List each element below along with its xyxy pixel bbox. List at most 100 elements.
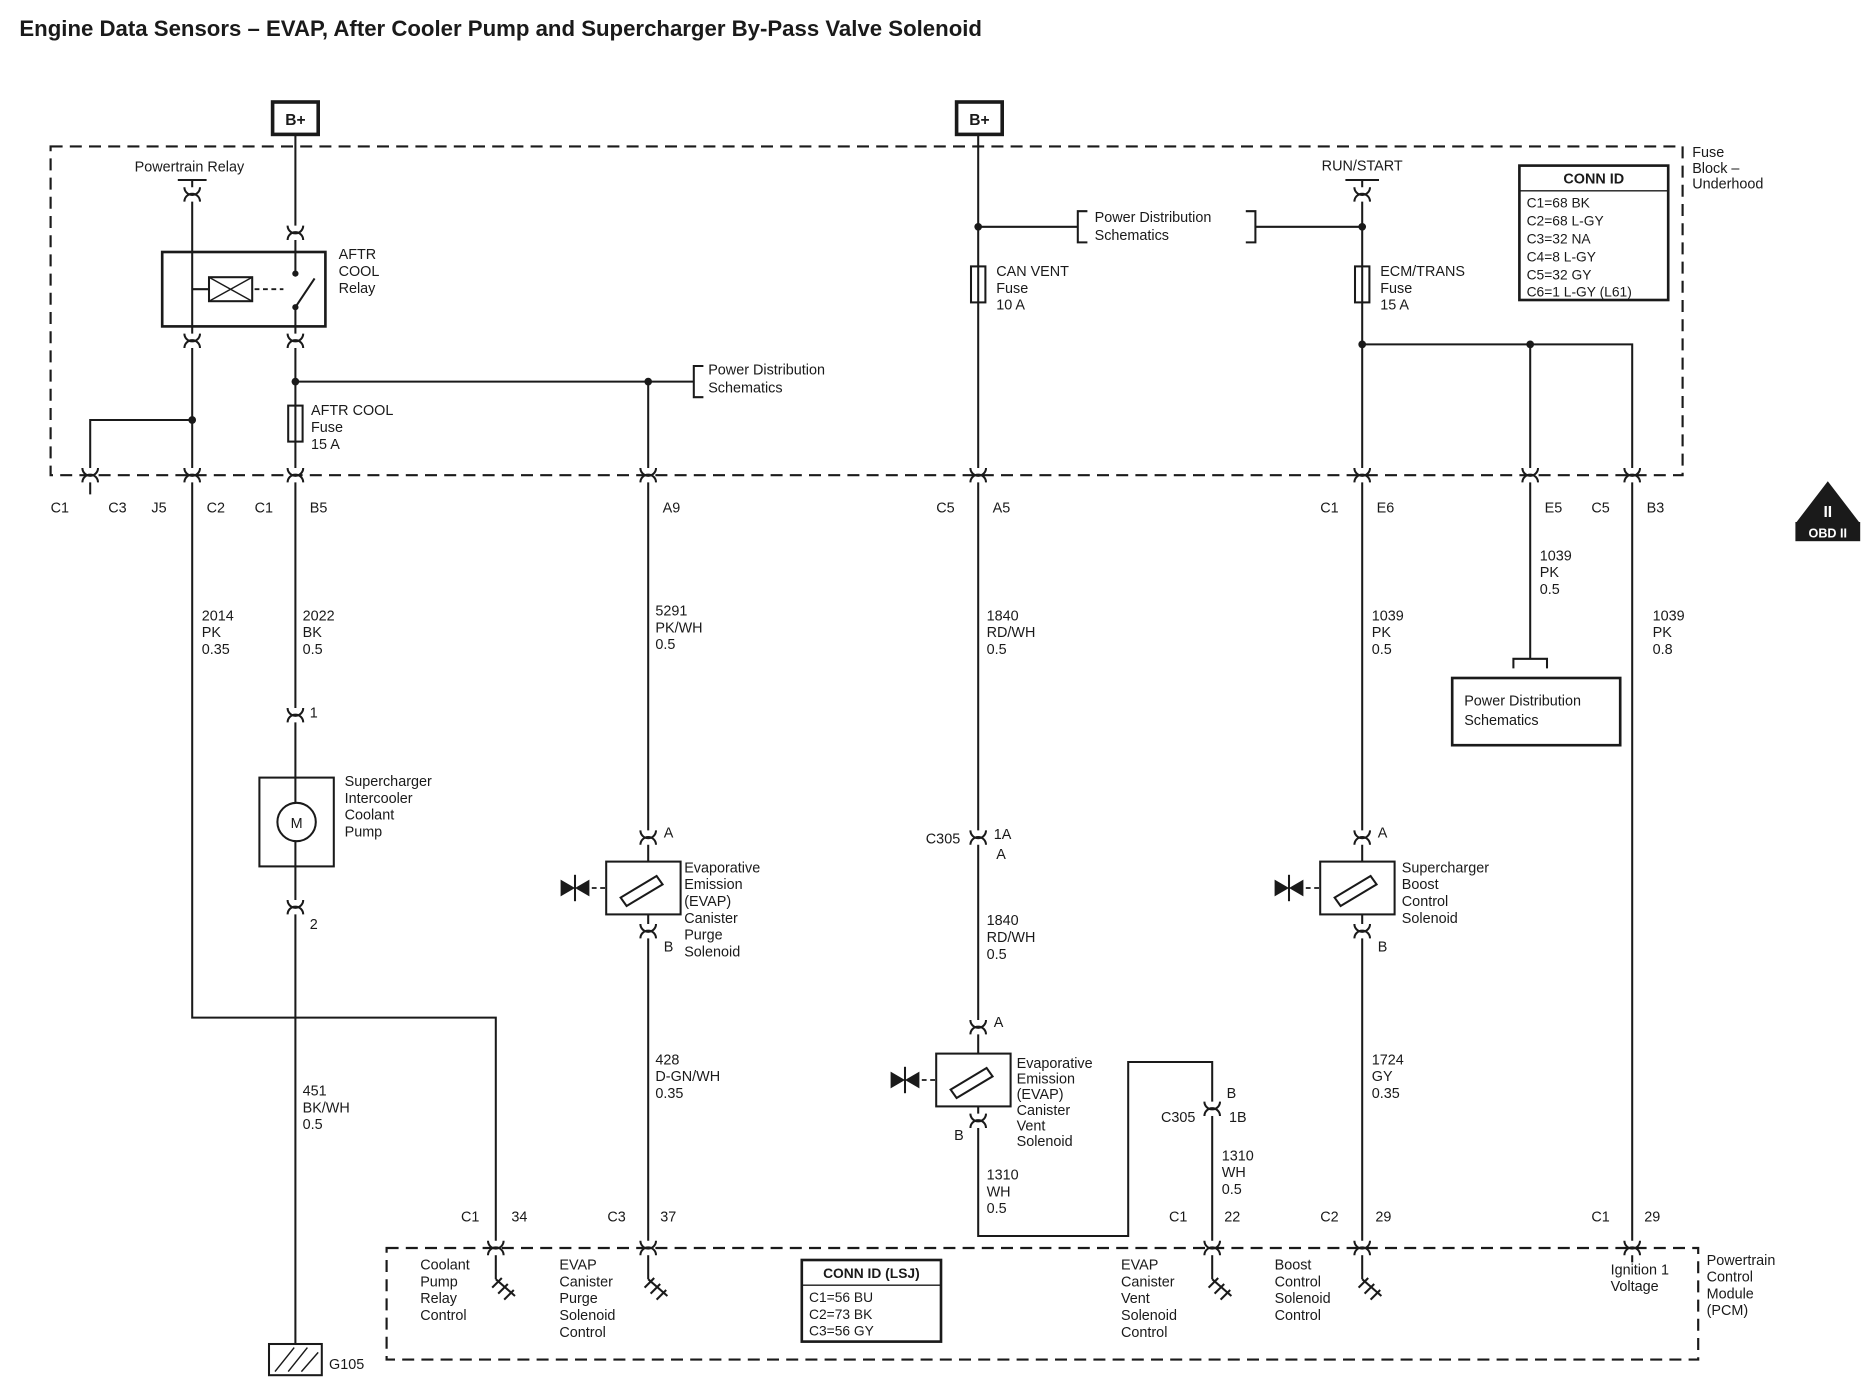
pcm-function-label: Voltage [1611, 1279, 1659, 1295]
table-border [800, 1258, 943, 1343]
ecm-trans-fuse: ECM/TRANS Fuse 15 A [1353, 264, 1465, 314]
solenoid-label: Solenoid [684, 944, 740, 960]
wire-label: 5291 [655, 604, 687, 620]
box-bracket [1512, 657, 1549, 669]
solenoid-box [935, 1052, 1012, 1108]
solenoid-label: Evaporative [684, 860, 760, 876]
table-title: CONN ID (LSJ) [823, 1266, 920, 1281]
solenoid-pin-label: A [664, 826, 674, 842]
pcm-border [385, 1246, 1700, 1361]
boost-control-solenoid: A B Supercharger Boost Control Solenoid [1273, 826, 1489, 956]
solenoid-label: Emission [1017, 1072, 1075, 1088]
pcm-pin-label: 22 [1224, 1210, 1240, 1226]
solenoid-coil [1333, 874, 1378, 908]
c305-pin-label: A [996, 847, 1006, 863]
wire-label: 1310 [1222, 1148, 1254, 1164]
bulkhead-pin-label: C1 [1320, 500, 1338, 516]
connector [639, 829, 658, 846]
powertrain-control-module: Powertrain Control Module (PCM) C1 34 C3… [385, 1210, 1776, 1361]
wire-ignition-1-voltage [1362, 343, 1634, 1263]
table-title: CONN ID [1563, 172, 1624, 188]
relay-box [160, 250, 327, 328]
wire-label: 1310 [987, 1168, 1019, 1184]
ground-label: G105 [329, 1357, 364, 1373]
connector [286, 706, 305, 724]
relay-name: COOL [339, 264, 380, 280]
pcm-function-label: Vent [1121, 1291, 1150, 1307]
fuse-block-label: Underhood [1692, 176, 1763, 192]
b-plus-label: B+ [969, 112, 989, 129]
solenoid-label: Evaporative [1017, 1056, 1093, 1072]
table-row: C3=56 GY [809, 1324, 874, 1339]
pcm-function-label: Coolant [420, 1258, 470, 1274]
connector [639, 922, 658, 940]
valve-symbol [559, 873, 591, 903]
fuse-label: Fuse [996, 281, 1028, 297]
wire-label: 0.5 [1372, 642, 1392, 658]
pcm-driver-symbol [643, 1254, 669, 1301]
pcm-label: Control [1707, 1270, 1753, 1286]
fuse-label: ECM/TRANS [1380, 264, 1465, 280]
pds-box-text: Schematics [1464, 713, 1538, 729]
pcm-pin-label: 29 [1375, 1210, 1391, 1226]
wire-label: 451 [303, 1084, 327, 1100]
wire-label: 0.5 [303, 1117, 323, 1133]
wire-label: WH [987, 1184, 1011, 1200]
obd-badge-text: OBD II [1809, 527, 1847, 541]
b-plus-box [270, 100, 320, 137]
c305-name: C305 [1161, 1110, 1195, 1126]
connector [1203, 1100, 1222, 1118]
page-title: Engine Data Sensors – EVAP, After Cooler… [19, 16, 982, 41]
wire-label: 0.35 [202, 642, 230, 658]
ground-symbol [267, 1342, 323, 1377]
wire-b-plus-vent-control [977, 134, 1214, 1241]
table-row: C6=1 L-GY (L61) [1527, 284, 1632, 299]
fuse-label: 15 A [1380, 298, 1409, 314]
c305-connector-bottom: B C305 1B [1161, 1086, 1247, 1126]
wire-label: 0.5 [987, 642, 1007, 658]
fuse-block-label: Fuse [1692, 145, 1724, 161]
power-distribution-box: Power Distribution Schematics [1450, 657, 1622, 747]
solenoid-pin-label: A [1378, 826, 1388, 842]
wire-label: 0.35 [655, 1086, 683, 1102]
wire-labels: 2014 PK 0.35 2022 BK 0.5 5291 PK/WH 0.5 … [202, 548, 1685, 1217]
pcm-function-label: Solenoid [1121, 1308, 1177, 1324]
bulkhead-pin-label: C5 [936, 500, 954, 516]
wire-label: 0.5 [1222, 1182, 1242, 1198]
relay-name: Relay [339, 281, 377, 297]
wire-label: D-GN/WH [655, 1069, 720, 1085]
evap-vent-solenoid: A B Evaporative Emission (EVAP) Canister… [889, 1015, 1093, 1150]
connector [1353, 922, 1372, 940]
obd-ii-marker: II OBD II [1795, 481, 1861, 542]
wire-2014-coolant-pump-relay-control [191, 180, 497, 1241]
wire-label: BK [303, 625, 323, 641]
wire-label: RD/WH [987, 625, 1036, 641]
power-distribution-callout-mid: Power Distribution Schematics [692, 362, 825, 399]
fuse-label: CAN VENT [996, 264, 1069, 280]
bulkhead-pin-label: C3 [108, 500, 126, 516]
pcm-label: Powertrain [1707, 1253, 1776, 1269]
wire-label: PK [1653, 625, 1673, 641]
table-row: C3=32 NA [1527, 232, 1592, 247]
pump-box [258, 776, 335, 868]
connector [183, 332, 202, 350]
wire-label: 0.5 [655, 637, 675, 653]
bulkhead-pin-label: C1 [51, 500, 69, 516]
wire-label: 0.5 [987, 947, 1007, 963]
pcm-pin-label: C1 [1169, 1210, 1187, 1226]
coolant-pump: 1 M 2 Supercharger Intercooler Coolant P… [258, 706, 432, 933]
callout-bracket-right [1245, 210, 1257, 244]
pcm-function-label: Control [420, 1308, 466, 1324]
connector [969, 1018, 988, 1036]
table-row: C5=32 GY [1527, 268, 1592, 283]
fuse-block-underhood: Fuse Block – Underhood [49, 145, 1763, 477]
callout-text: Schematics [708, 380, 782, 396]
bulkhead-pin-label: A9 [663, 500, 681, 516]
pcm-driver-symbol [1207, 1254, 1233, 1301]
pcm-function-label: Solenoid [1275, 1291, 1331, 1307]
pcm-pin-label: C2 [1320, 1210, 1338, 1226]
callout-text: Power Distribution [1095, 210, 1212, 226]
relay-coil-x [208, 276, 253, 302]
solenoid-label: Solenoid [1017, 1134, 1073, 1150]
